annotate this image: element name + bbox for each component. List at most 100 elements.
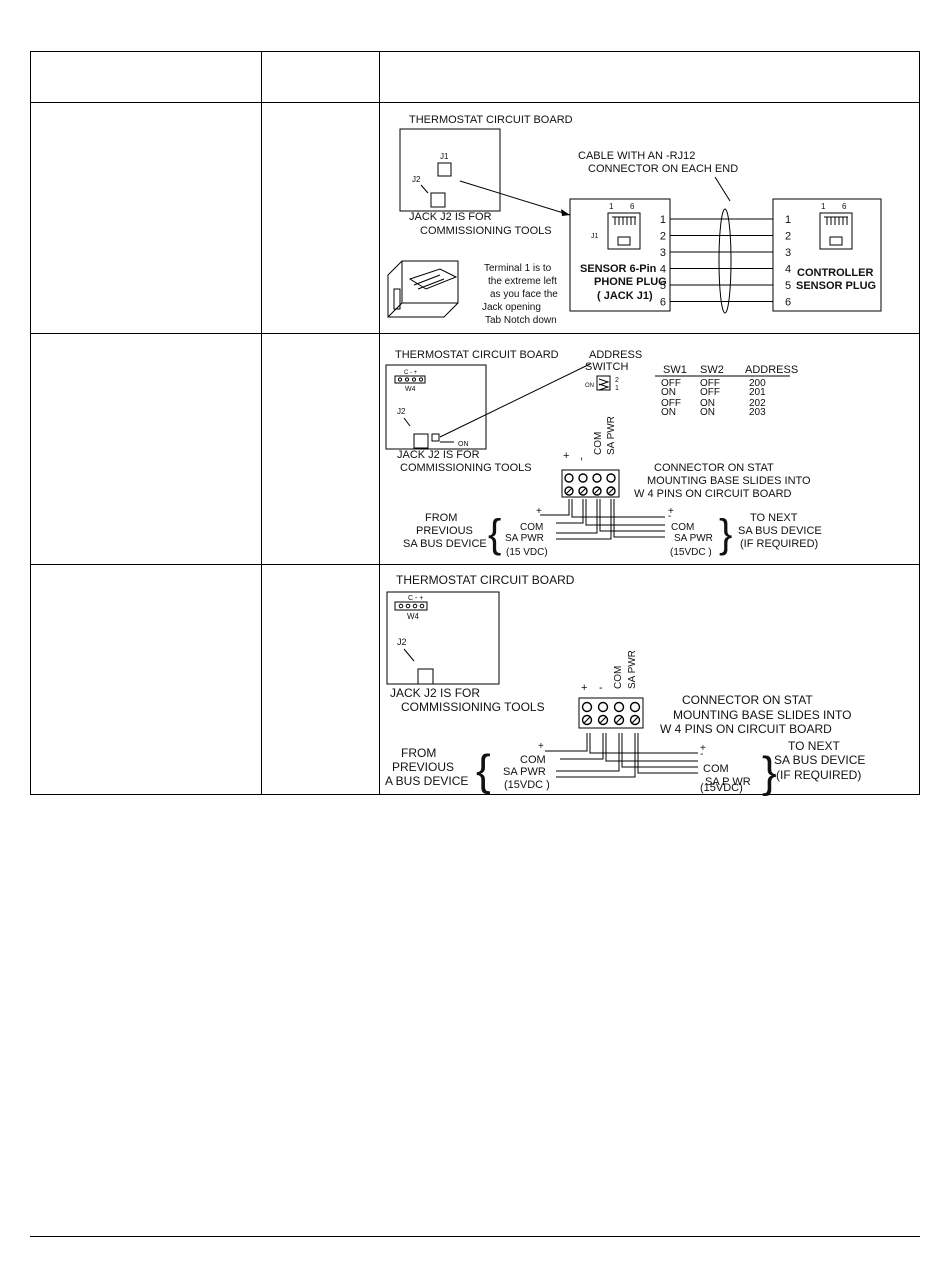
w4-label: W4 [405,386,416,393]
right-sapwr: SA P WR [705,776,751,788]
term-plus-label: + [581,682,587,694]
bus-wire-left [556,499,612,540]
address-table-cell: OFF [700,378,720,389]
address-switch-label-1: ADDRESS [589,349,642,361]
jack-note-2: COMMISSIONING TOOLS [420,225,552,237]
connector-note-1: CONNECTOR ON STAT [682,693,813,707]
right-com: COM [703,763,729,775]
sensor-label-2: PHONE PLUG [594,276,667,288]
bus-wire-right [621,733,698,768]
terminal-screw-top [597,701,609,713]
sensor-pin-label-6: 6 [660,297,666,309]
left-brace: { [476,746,491,795]
bus-wire-right [599,499,665,532]
terminal-block [578,697,644,729]
left-plus: + [536,506,542,517]
w4-header [394,375,426,384]
from-label-3: A BUS DEVICE [385,774,468,788]
terminal-screw-bottom [564,486,574,496]
sensor-label-3: ( JACK J1) [597,290,653,302]
term-com-label: COM [593,432,604,455]
cable-jacket-ellipse [718,208,732,314]
terminal-screw-bottom [629,714,641,726]
right-plus: + [668,506,674,517]
jack-j1-box [437,162,452,177]
jack-note-1: JACK J2 IS FOR [390,686,480,700]
terminal-screw-bottom [613,714,625,726]
terminal-screw-top [581,701,593,713]
bus-wire-left [540,499,570,516]
panel-sa-bus-basic: THERMOSTAT CIRCUIT BOARD C - + W4 J2 JAC… [380,565,919,797]
bus-wire-left [556,733,636,778]
jack-j2-box [417,668,434,685]
terminal-screw-top [592,473,602,483]
bus-wire-right [571,499,665,518]
connector-note-3: W 4 PINS ON CIRCUIT BOARD [660,722,832,736]
address-table-cell: ON [661,387,676,398]
terminal-screw-bottom [578,486,588,496]
bus-wire-right [585,499,665,526]
terminal-note-line-2: the extreme left [488,276,557,287]
sensor-pin-label-5: 5 [660,280,666,292]
dip-pos-2: 2 [615,377,619,384]
term-plus-label: + [563,450,569,462]
term-sapwr-label: SA PWR [627,650,638,689]
terminal-note-line-3: as you face the [490,289,558,300]
row-divider-2 [31,564,919,565]
header-row-divider [31,102,919,103]
terminal-screw-bottom [606,486,616,496]
bus-wire-right [605,733,698,762]
col-sw1: SW1 [663,364,687,376]
terminal-screw-bottom [592,486,602,496]
rj12-connector-sketch [387,260,459,318]
terminal-screw-bottom [597,714,609,726]
bus-wire-right [589,733,698,754]
from-label-2: PREVIOUS [416,525,473,537]
left-sapwr: SA PWR [503,766,546,778]
cable-label-1: CABLE WITH AN -RJ12 [578,150,695,162]
jack-j2-box [413,433,429,449]
right-plus: + [700,743,706,754]
col-sw2: SW2 [700,364,724,376]
jack-j2-label: J2 [397,637,407,647]
arrowhead [561,209,570,216]
cable-pointer [714,176,731,202]
address-table-cell: ON [700,398,715,409]
bus-wire-left [560,733,604,760]
w4-header [394,601,428,611]
j1-to-plug-arrow [459,180,571,216]
from-label-2: PREVIOUS [392,760,454,774]
controller-pin-label-3: 3 [785,247,791,259]
sensor-pin-label-1: 1 [660,214,666,226]
jack-note-1: JACK J2 IS FOR [409,211,492,223]
panel-sa-bus-address: THERMOSTAT CIRCUIT BOARD C - + W4 J2 ON … [380,334,919,564]
to-label-2: SA BUS DEVICE [774,753,865,767]
bus-wire-right [613,499,665,538]
j2-pointer-arrow [420,184,429,194]
terminal-screw-top [613,701,625,713]
left-vdc: (15VDC ) [504,779,550,791]
from-label-1: FROM [401,746,436,760]
address-table-cell: ON [661,407,676,418]
right-com: COM [671,522,694,533]
address-switch-label-2: SWITCH [585,361,628,373]
sa-bus-basic-diagram: THERMOSTAT CIRCUIT BOARD C - + W4 J2 JAC… [385,573,865,797]
bus-wires [540,499,665,540]
term-minus-label: - [599,682,603,694]
column-divider-1 [261,52,262,794]
cable-label-2: CONNECTOR ON EACH END [588,163,738,175]
bus-wire-left [545,733,588,752]
w4-label: W4 [407,612,420,621]
sensor-label-1: SENSOR 6-Pin [580,263,657,275]
footer-rule [30,1236,920,1237]
address-table-cell: 201 [749,387,766,398]
board-title: THERMOSTAT CIRCUIT BOARD [409,114,573,126]
controller-label-2: SENSOR PLUG [796,280,876,292]
terminal-screw-top [606,473,616,483]
terminal-screw-bottom [581,714,593,726]
right-sapwr: SA PWR [674,533,713,544]
controller-label-1: CONTROLLER [797,267,873,279]
col-address: ADDRESS [745,364,798,376]
terminal-note-line-1: Terminal 1 is to [484,263,552,274]
